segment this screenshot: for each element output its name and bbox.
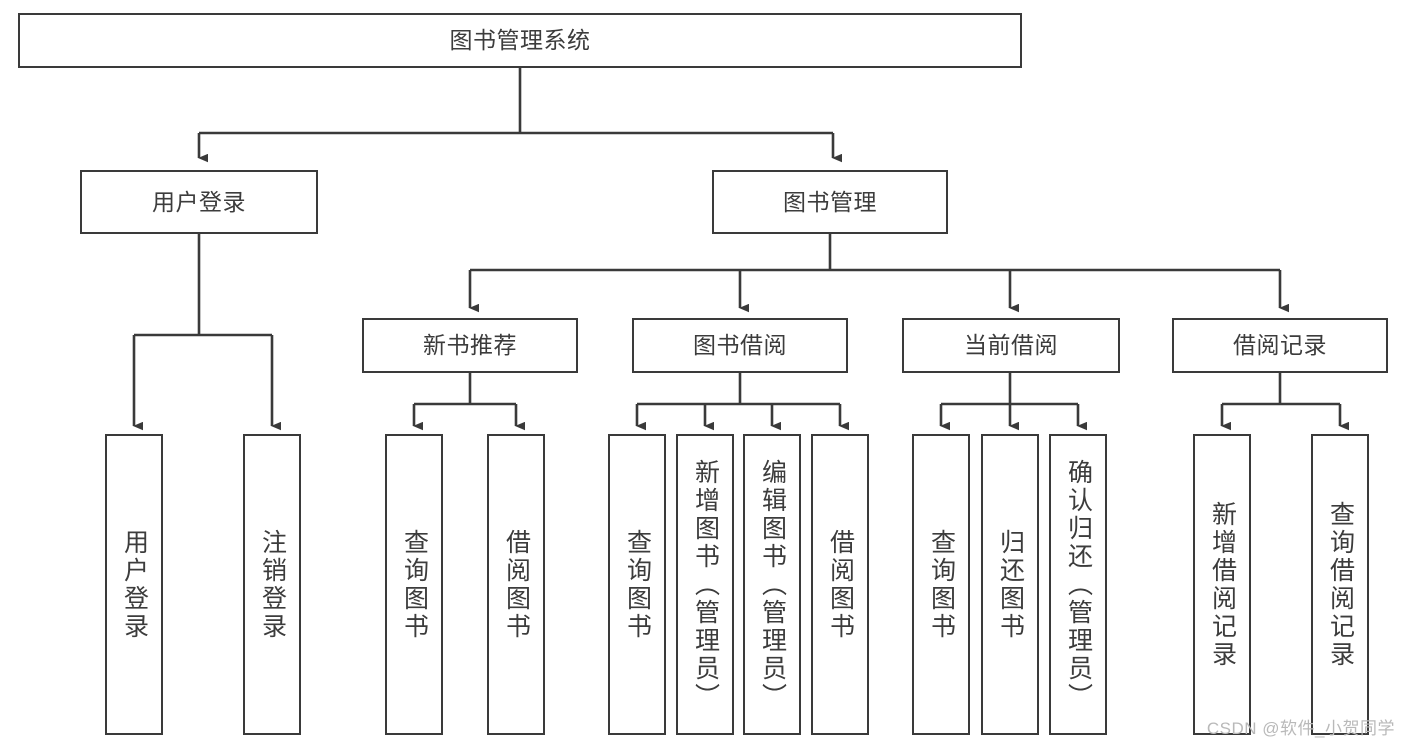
- node-label: 新书推荐: [423, 332, 517, 359]
- node-book-borrow[interactable]: 图书借阅: [632, 318, 848, 373]
- node-label: 用户登录: [152, 188, 246, 215]
- node-leaf-logout-login[interactable]: 注销登录: [243, 434, 301, 735]
- node-book-management[interactable]: 图书管理: [712, 170, 948, 234]
- node-label: 图书管理: [783, 188, 877, 215]
- node-label: 用户登录: [120, 528, 149, 641]
- node-user-login[interactable]: 用户登录: [80, 170, 318, 234]
- node-borrow-record[interactable]: 借阅记录: [1172, 318, 1388, 373]
- node-label: 图书管理系统: [449, 27, 591, 54]
- node-leaf-add-book[interactable]: 新增图书（管理员）: [676, 434, 734, 735]
- node-leaf-borrow-book-1[interactable]: 借阅图书: [487, 434, 545, 735]
- node-new-book-recommend[interactable]: 新书推荐: [362, 318, 578, 373]
- node-label: 借阅记录: [1233, 332, 1327, 359]
- node-label: 借阅图书: [502, 528, 531, 641]
- node-label: 借阅图书: [826, 528, 855, 641]
- node-leaf-return-book[interactable]: 归还图书: [981, 434, 1039, 735]
- node-label: 当前借阅: [964, 332, 1058, 359]
- node-leaf-query-record[interactable]: 查询借阅记录: [1311, 434, 1369, 735]
- node-label: 注销登录: [258, 528, 287, 641]
- node-leaf-user-login[interactable]: 用户登录: [105, 434, 163, 735]
- node-leaf-borrow-book-2[interactable]: 借阅图书: [811, 434, 869, 735]
- node-leaf-add-record[interactable]: 新增借阅记录: [1193, 434, 1251, 735]
- node-label: 编辑图书（管理员）: [758, 458, 787, 711]
- node-current-borrow[interactable]: 当前借阅: [902, 318, 1120, 373]
- node-leaf-confirm-return[interactable]: 确认归还（管理员）: [1049, 434, 1107, 735]
- node-label: 查询图书: [400, 528, 429, 641]
- node-label: 查询图书: [927, 528, 956, 641]
- node-leaf-query-book-2[interactable]: 查询图书: [608, 434, 666, 735]
- node-label: 查询图书: [623, 528, 652, 641]
- node-label: 确认归还（管理员）: [1064, 458, 1093, 711]
- node-root-system[interactable]: 图书管理系统: [18, 13, 1022, 68]
- node-leaf-query-book-1[interactable]: 查询图书: [385, 434, 443, 735]
- node-label: 图书借阅: [693, 332, 787, 359]
- node-label: 查询借阅记录: [1326, 500, 1355, 669]
- node-leaf-query-book-3[interactable]: 查询图书: [912, 434, 970, 735]
- node-label: 归还图书: [996, 528, 1025, 641]
- watermark-text: CSDN @软件_小贺同学: [1206, 719, 1395, 738]
- node-label: 新增借阅记录: [1208, 500, 1237, 669]
- node-label: 新增图书（管理员）: [691, 458, 720, 711]
- node-leaf-edit-book[interactable]: 编辑图书（管理员）: [743, 434, 801, 735]
